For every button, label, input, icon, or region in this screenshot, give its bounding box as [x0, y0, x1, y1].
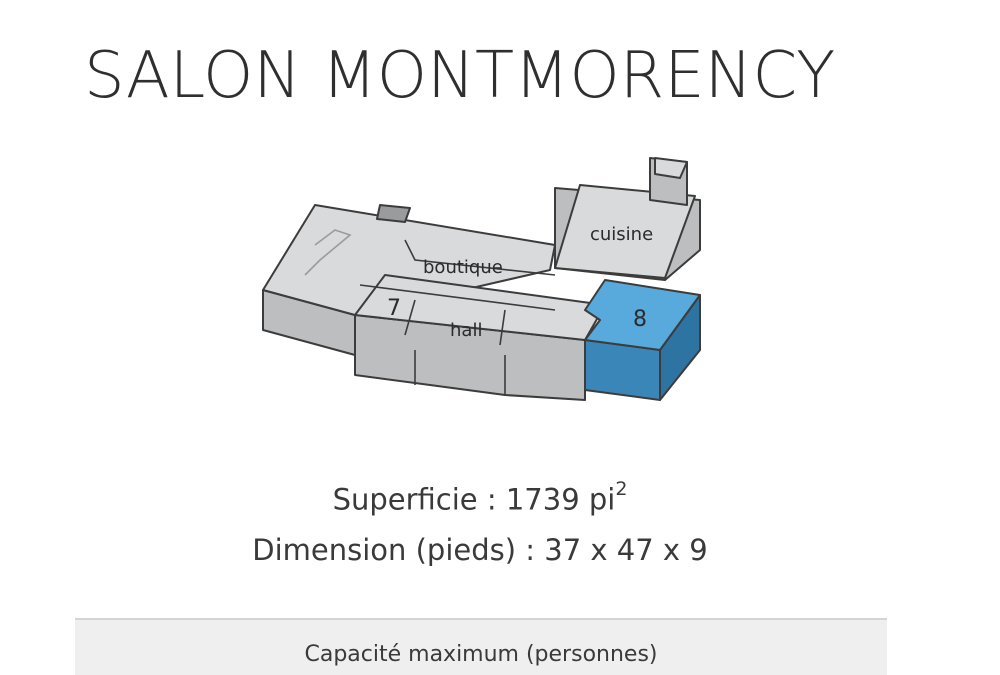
capacity-header-label: Capacité maximum (personnes)	[304, 642, 658, 667]
room-label-8: 8	[633, 307, 647, 332]
room-label-hall: hall	[450, 320, 482, 341]
area-info: Superficie : 1739 pi2	[0, 480, 960, 517]
partition-wall-4	[499, 309, 506, 346]
partition-wall-3	[404, 299, 416, 336]
dimension-info: Dimension (pieds) : 37 x 47 x 9	[252, 533, 708, 567]
room-label-boutique: boutique	[423, 257, 503, 278]
outline-marker	[304, 229, 352, 276]
floor-plan: cuisine boutique 7 hall 8	[262, 157, 701, 401]
vent-block	[376, 204, 411, 223]
partition-wall-2	[359, 284, 556, 311]
capacity-table-header: Capacité maximum (personnes)	[75, 618, 887, 675]
room-label-cuisine: cuisine	[590, 224, 653, 245]
page-title: SALON MONTMORENCY	[84, 39, 836, 113]
area-unit-exponent: 2	[615, 478, 628, 500]
stair-block-top	[654, 157, 688, 179]
partition-wall-1	[404, 239, 556, 276]
room-8-top	[584, 279, 701, 351]
room-label-7: 7	[387, 296, 401, 321]
area-text: Superficie : 1739 pi	[332, 482, 616, 517]
